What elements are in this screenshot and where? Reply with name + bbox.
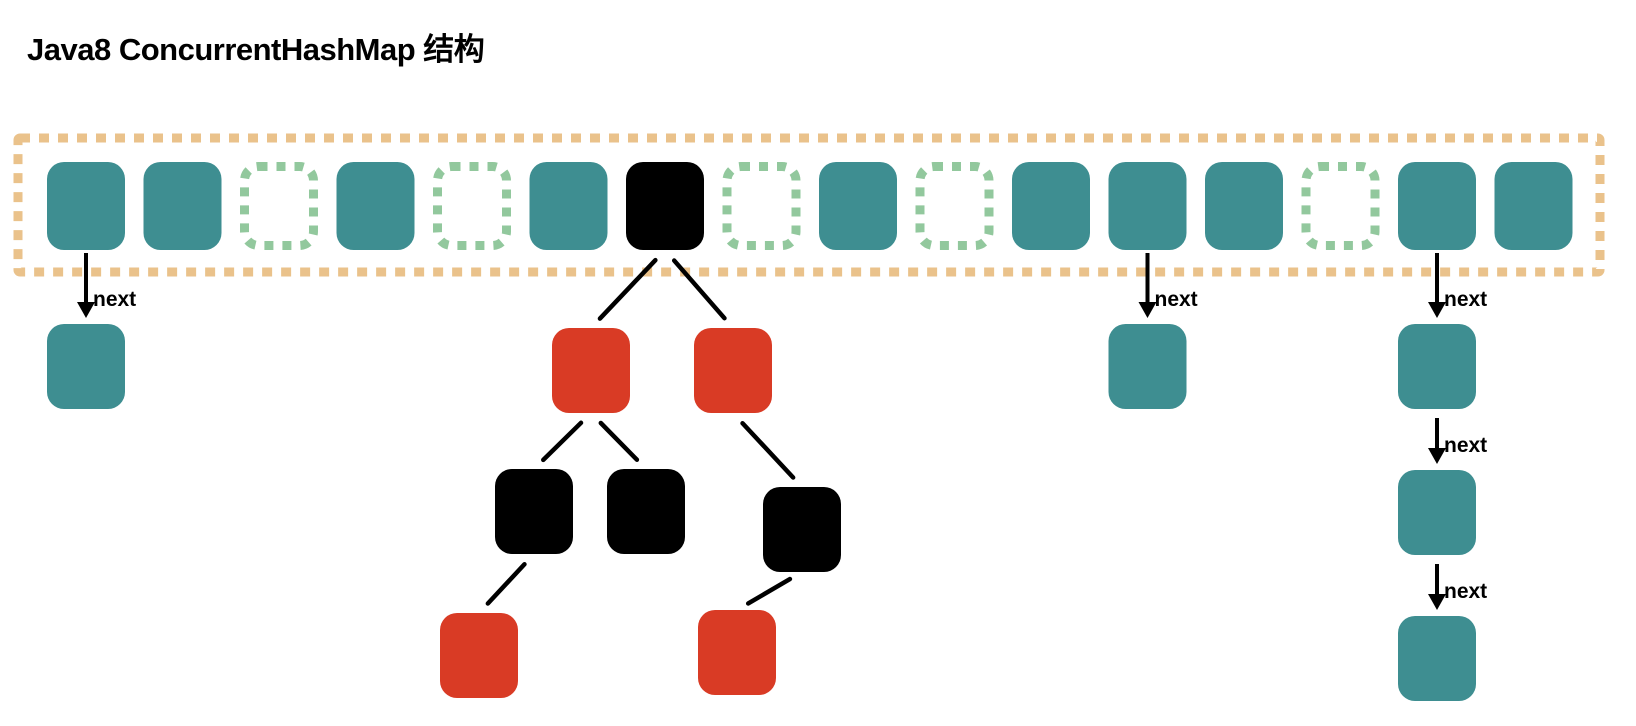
tree-edge-rr-rrl <box>745 576 793 606</box>
bucket-15-node <box>1398 162 1476 250</box>
bucket-10-empty <box>915 162 994 250</box>
tree-edge-r-rr <box>740 420 796 480</box>
list-node-bucket15-2 <box>1398 470 1476 555</box>
next-arrow-head <box>77 302 95 318</box>
bucket-12-node <box>1108 162 1187 250</box>
tree-edge-ll-lll <box>485 561 527 606</box>
list-node-bucket12-1 <box>1108 324 1187 409</box>
next-arrow-head <box>1428 448 1446 464</box>
next-label: next <box>1444 580 1487 603</box>
tree-node-rrl-red <box>698 610 776 695</box>
bucket-4-node <box>336 162 415 250</box>
tree-node-r-red <box>694 328 772 413</box>
list-node-bucket1-1 <box>47 324 125 409</box>
bucket-11-node <box>1012 162 1090 250</box>
tree-node-ll-black <box>495 469 573 554</box>
next-label: next <box>93 288 136 311</box>
bucket-7-tree-root <box>626 162 704 250</box>
tree-edge-root-l <box>597 257 658 321</box>
list-node-bucket15-1 <box>1398 324 1476 409</box>
bucket-6-node <box>529 162 608 250</box>
bucket-8-empty <box>722 162 801 250</box>
bucket-9-node <box>819 162 897 250</box>
bucket-5-empty <box>433 162 511 250</box>
next-arrow-head <box>1428 302 1446 318</box>
diagram-title: Java8 ConcurrentHashMap 结构 <box>27 32 485 67</box>
bucket-3-empty <box>240 162 318 250</box>
bucket-array-outline <box>13 133 1605 277</box>
bucket-2-node <box>143 162 222 250</box>
bucket-16-node <box>1494 162 1573 250</box>
bucket-13-node <box>1205 162 1283 250</box>
tree-edge-l-ll <box>541 420 584 463</box>
next-label: next <box>1444 288 1487 311</box>
next-arrow-head <box>1428 594 1446 610</box>
tree-node-l-red <box>552 328 630 413</box>
next-arrow-head <box>1138 302 1157 318</box>
tree-edge-root-r <box>671 258 727 321</box>
tree-edge-l-lr <box>598 420 640 462</box>
next-label: next <box>1155 288 1198 311</box>
tree-node-rr-black <box>763 487 841 572</box>
tree-node-lr-black <box>607 469 685 554</box>
next-label: next <box>1444 434 1487 457</box>
list-node-bucket15-3 <box>1398 616 1476 701</box>
bucket-1-node <box>47 162 125 250</box>
bucket-14-empty <box>1301 162 1380 250</box>
tree-node-lll-red <box>440 613 518 698</box>
